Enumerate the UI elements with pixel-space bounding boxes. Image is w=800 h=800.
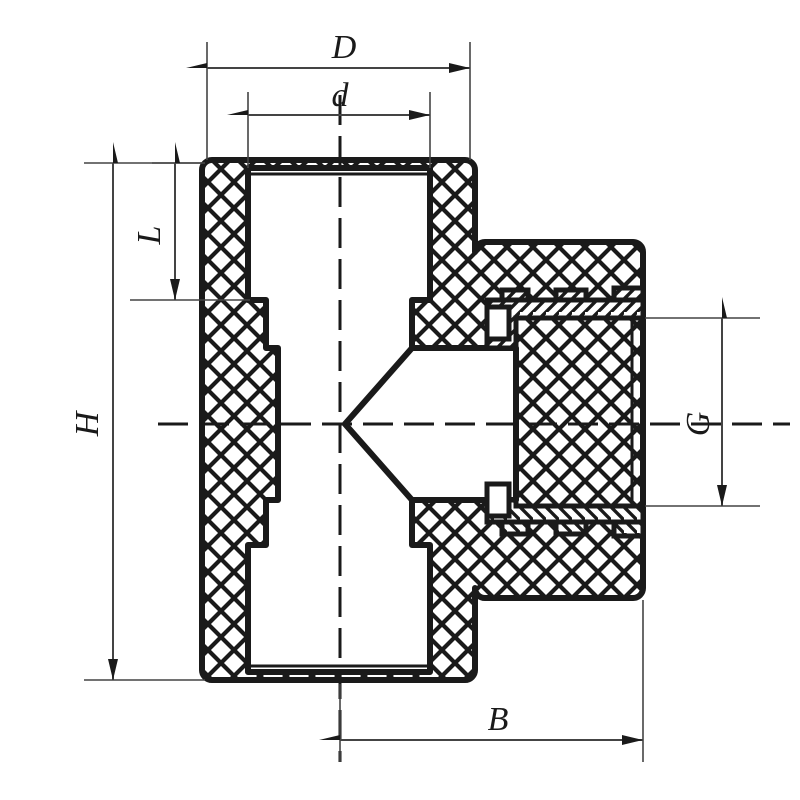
centerlines <box>158 95 790 762</box>
metal-insert-lower <box>484 481 646 539</box>
dimension-label-B: B <box>488 701 509 738</box>
insert-key-upper <box>484 304 512 342</box>
dimension-label-G: G <box>680 412 717 437</box>
dimension-label-L: L <box>131 226 168 246</box>
metal-insert-upper <box>484 285 646 351</box>
dimension-label-H: H <box>69 409 106 437</box>
socket-relief-lines <box>248 172 430 668</box>
insert-key-lower <box>484 481 512 519</box>
thread-teeth-lower <box>499 519 646 539</box>
thread-teeth-upper <box>499 285 646 303</box>
dimension-lines <box>108 63 727 745</box>
dimension-label-D: D <box>331 29 357 66</box>
dimension-label-d: d <box>332 77 350 114</box>
extension-lines <box>84 42 760 762</box>
branch-bore-lines <box>630 318 646 506</box>
dimension-labels: D d L H G B <box>69 29 717 738</box>
